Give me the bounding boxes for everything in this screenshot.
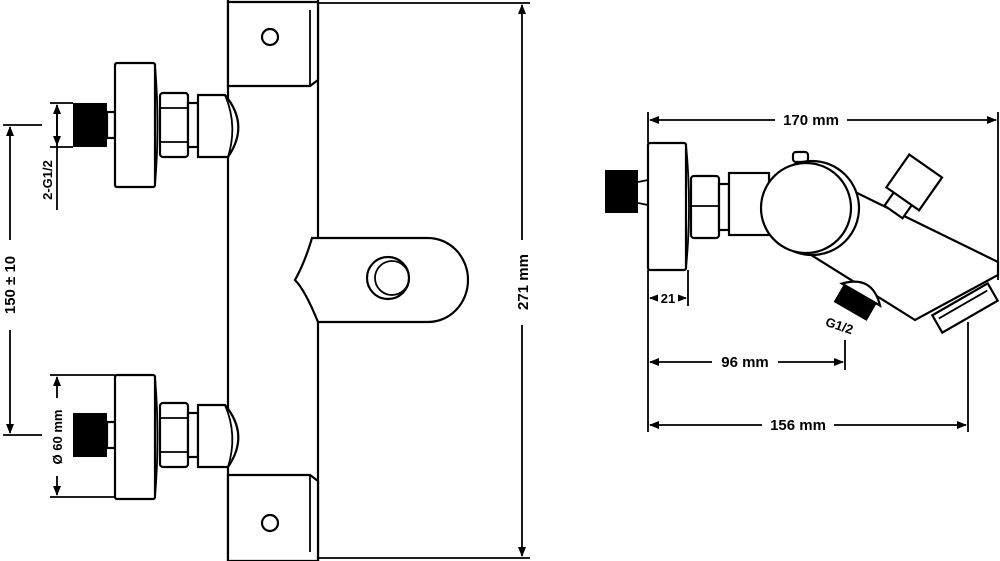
spout-and-diverter — [293, 236, 470, 324]
spout-distance-label: 156 mm — [770, 417, 826, 434]
thread — [605, 170, 638, 213]
depth-label: 170 mm — [783, 112, 839, 129]
upper-inlet-fitting — [73, 61, 240, 189]
outlet-distance-label: 96 mm — [721, 354, 769, 371]
spacing-label: 150 ± 10 — [2, 256, 19, 314]
inlet-thread-label: 2-G1/2 — [40, 160, 55, 200]
dimension-thread: 2-G1/2 — [40, 102, 73, 210]
thread — [73, 413, 107, 457]
screw-hole-icon — [260, 27, 280, 47]
wall-flange — [646, 141, 688, 272]
dimension-21: 21 — [647, 270, 689, 432]
dimension-170: 170 mm — [647, 110, 999, 280]
thread — [73, 103, 107, 147]
outlet-thread-label: G1/2 — [824, 314, 855, 337]
dimension-outlet-thread: G1/2 — [824, 314, 855, 337]
flange-depth-label: 21 — [661, 291, 675, 306]
side-view: 170 mm 21 G1/2 96 mm 156 mm — [605, 110, 1000, 435]
dimension-diameter: Ø 60 mm — [47, 374, 115, 498]
spout-aerator — [930, 281, 1000, 335]
bottom-cap — [226, 473, 320, 561]
temperature-knob — [882, 153, 944, 220]
lower-inlet-fitting — [73, 373, 240, 501]
height-label: 271 mm — [515, 254, 532, 310]
nut — [689, 174, 721, 240]
screw-hole-icon — [260, 513, 280, 533]
dimension-156: 156 mm — [649, 322, 969, 435]
top-cap — [226, 0, 320, 88]
dimension-150: 150 ± 10 — [0, 124, 42, 436]
flange-diameter-label: Ø 60 mm — [50, 410, 65, 465]
dimension-96: 96 mm — [649, 340, 846, 372]
dimension-271: 271 mm — [318, 2, 532, 559]
front-view: 271 mm 150 ± 10 2-G1/2 Ø 60 mm — [0, 0, 532, 561]
diverter-knob — [365, 255, 411, 301]
outlet-connector — [833, 280, 882, 321]
